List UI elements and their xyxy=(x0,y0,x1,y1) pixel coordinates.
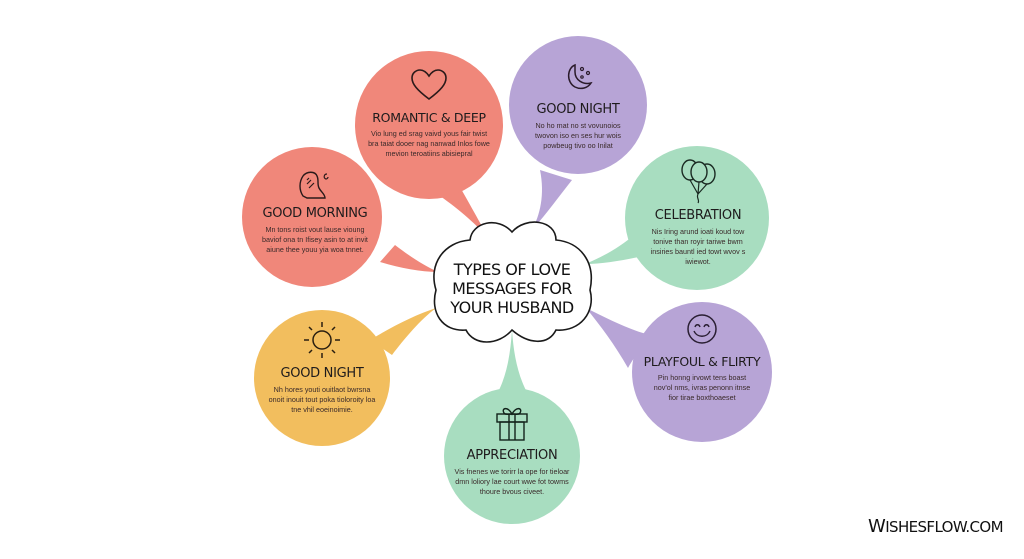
bubble-playful: PLAYFOUL & FLIRTY Pin honng irvowt tens … xyxy=(632,312,772,403)
bubble-shape-celebration xyxy=(585,146,769,290)
balloons-icon xyxy=(681,159,716,204)
sleepy-face-icon xyxy=(299,171,329,199)
bubble-good-morning: GOOD MORNING Mn tons roist vout lause vi… xyxy=(256,168,374,255)
bubble-shape-good-night-sun xyxy=(254,308,436,446)
gift-icon xyxy=(496,407,528,441)
brand-rest: ISHESFLOW.COM xyxy=(885,518,1003,536)
bubble-title: APPRECIATION xyxy=(466,448,558,463)
bubble-title: ROMANTIC & DEEP xyxy=(372,110,486,125)
bubble-title: CELEBRATION xyxy=(654,208,742,223)
bubble-shape-good-night-moon xyxy=(509,36,647,230)
center-cloud-shape xyxy=(433,221,593,343)
center-title-line-3: YOUR HUSBAND xyxy=(450,298,574,317)
bubble-body: Vio lung ed srag vaivd yous fair twist b… xyxy=(368,129,490,158)
center-title-line-2: MESSAGES FOR xyxy=(452,279,572,298)
bubble-romantic: ROMANTIC & DEEP Vio lung ed srag vaivd y… xyxy=(362,68,496,159)
smiley-icon xyxy=(687,314,717,344)
center-title-line-1: TYPES OF LOVE xyxy=(453,260,571,279)
bubble-title: GOOD NIGHT xyxy=(280,366,364,381)
bubble-title: GOOD NIGHT xyxy=(536,102,620,117)
heart-icon xyxy=(411,69,447,101)
bubble-good-night-moon: GOOD NIGHT No ho mat no st vovunoios two… xyxy=(520,62,636,151)
bubble-shape-appreciation xyxy=(444,330,580,524)
moon-stars-icon xyxy=(567,63,593,90)
bubble-appreciation: APPRECIATION Vis fnenes we torirr la ope… xyxy=(452,404,572,497)
bubble-celebration: CELEBRATION Nis Iring arund ioati koud t… xyxy=(640,156,756,267)
bubble-shape-romantic xyxy=(355,51,503,238)
bubble-body: Pin honng irvowt tens boast nov'ol nms, … xyxy=(653,373,751,402)
bubble-shape-playful xyxy=(586,302,772,442)
bubble-body: Nis Iring arund ioati koud tow tonive th… xyxy=(650,227,746,266)
brand-prefix: W xyxy=(868,516,886,537)
bubble-body: Nh hores youti ouitlaot bwrsna onoit ino… xyxy=(268,385,376,414)
center-title: TYPES OF LOVE MESSAGES FOR YOUR HUSBAND xyxy=(437,260,587,317)
bubble-body: No ho mat no st vovunoios twovon iso en … xyxy=(535,121,621,150)
brand-watermark: WISHESFLOW.COM xyxy=(868,516,1004,537)
bubble-title: PLAYFOUL & FLIRTY xyxy=(643,354,761,369)
bubble-title: GOOD MORNING xyxy=(262,206,368,221)
bubble-body: Vis fnenes we torirr la ope for tieloar … xyxy=(454,467,570,496)
sun-icon xyxy=(304,322,340,358)
bubble-shape-good-morning xyxy=(242,147,438,287)
bubble-good-night-sun: GOOD NIGHT Nh hores youti ouitlaot bwrsn… xyxy=(264,320,380,415)
bubble-body: Mn tons roist vout lause vioung baviof o… xyxy=(262,225,368,254)
